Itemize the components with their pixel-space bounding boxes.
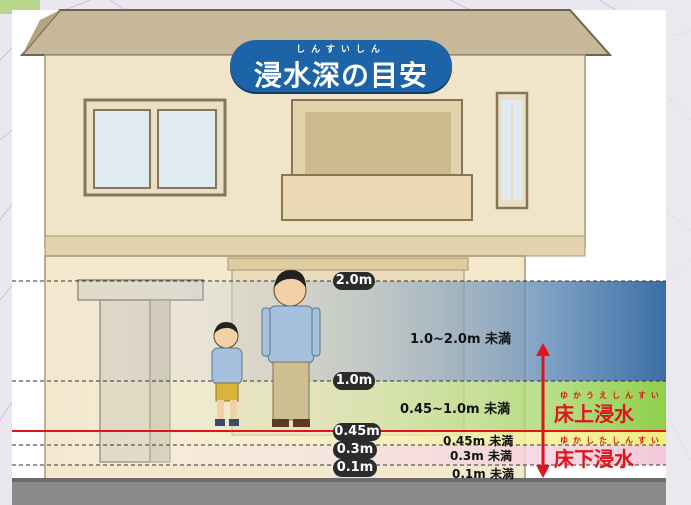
category-below-floor: 床下浸水 (554, 447, 634, 471)
level-badge-03m: 0.3m (333, 441, 377, 459)
category-above-ruby: ゆかうえしんすい (560, 391, 664, 400)
category-above-floor: 床上浸水 (554, 402, 634, 426)
flood-arrow-up-icon (536, 343, 550, 356)
level-badge-1m: 1.0m (333, 372, 375, 390)
child-figure (211, 322, 243, 426)
title-ruby: しんすいしん (296, 45, 386, 55)
flood-arrow-down-icon (536, 465, 550, 478)
ground (12, 481, 666, 505)
water-band-1-2m (12, 281, 666, 381)
range-045-1m: 0.45~1.0m 未満 (400, 402, 511, 417)
range-01m: 0.1m 未満 (452, 467, 514, 481)
range-1-2m: 1.0~2.0m 未満 (410, 332, 512, 347)
level-badge-2m: 2.0m (333, 272, 375, 290)
range-03m: 0.3m 未満 (450, 449, 512, 463)
range-045m: 0.45m 未満 (443, 434, 514, 448)
level-badge-045m: 0.45m (333, 423, 381, 441)
title-badge: しんすいしん 浸水深の目安 (230, 40, 452, 92)
adult-figure (261, 270, 321, 427)
category-below-ruby: ゆかしたしんすい (560, 436, 664, 445)
page-title: 浸水深の目安 (253, 59, 428, 92)
level-badge-01m: 0.1m (333, 459, 377, 477)
